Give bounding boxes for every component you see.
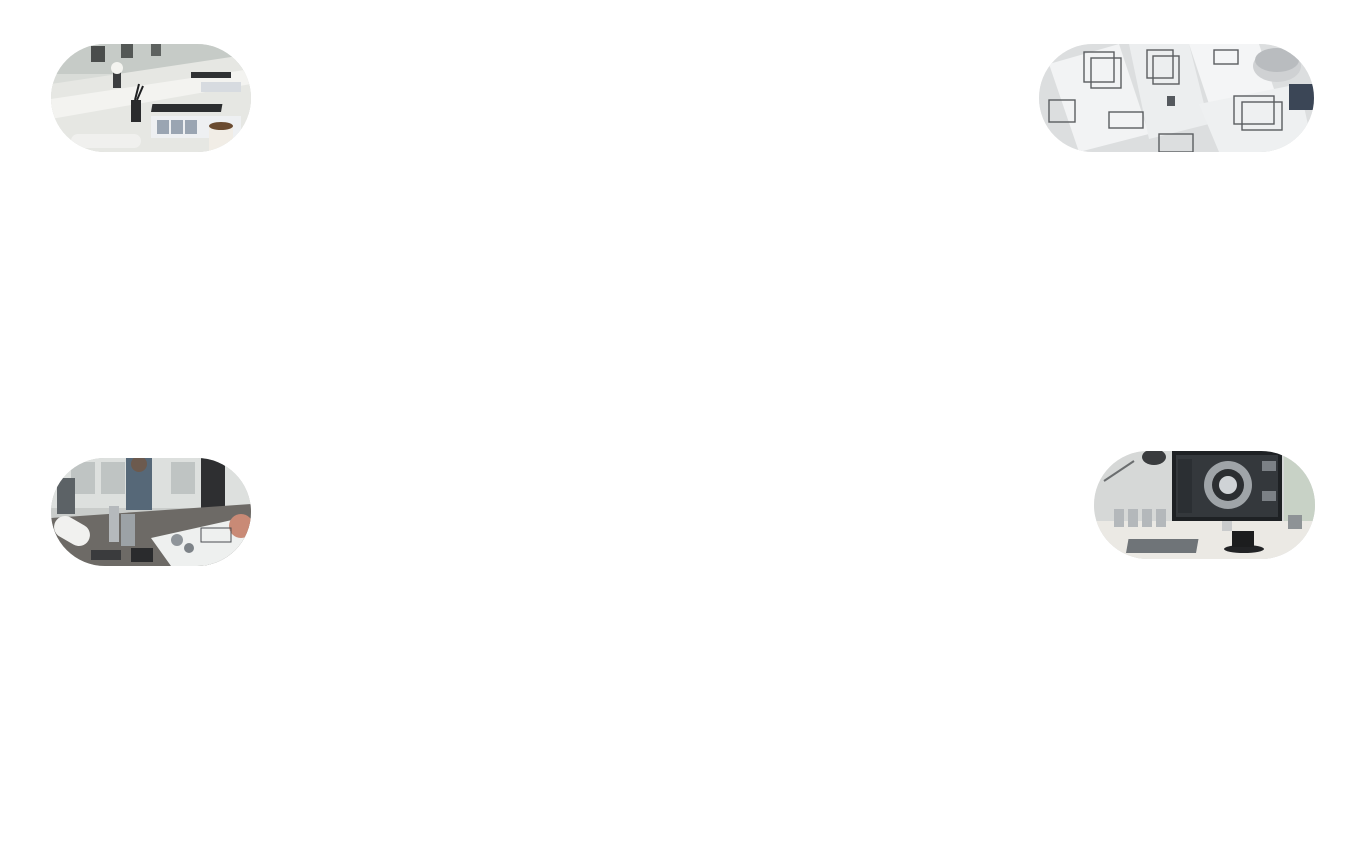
workshop-parts-image <box>51 458 251 566</box>
office-desk-image <box>51 44 251 152</box>
technical-drawings-image <box>1039 44 1314 152</box>
cad-workstation-image <box>1094 451 1315 559</box>
